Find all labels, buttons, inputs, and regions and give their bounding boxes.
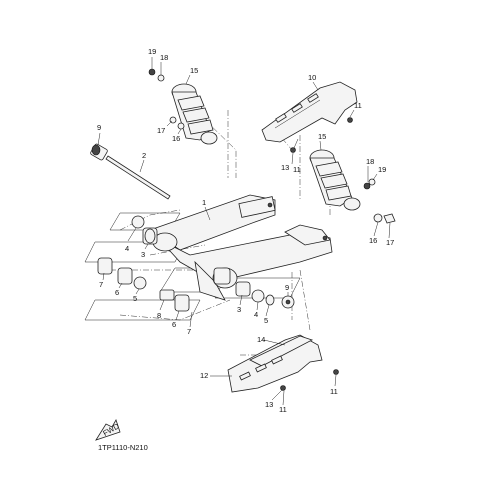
- callout-13: 13: [281, 163, 289, 172]
- bushings-right: [213, 267, 295, 309]
- chain-case-upper: [261, 81, 358, 153]
- callout-7: 7: [99, 280, 103, 289]
- pivot-shaft: [90, 143, 171, 200]
- callout-7: 7: [187, 327, 191, 336]
- fwd-label: FWD: [101, 421, 121, 438]
- callout-15: 15: [190, 66, 198, 75]
- callout-11: 11: [279, 405, 287, 414]
- shock-absorber-right: [309, 149, 396, 224]
- callout-16: 16: [369, 236, 377, 245]
- callout-11: 11: [293, 165, 301, 174]
- callout-16: 16: [172, 134, 180, 143]
- callout-15: 15: [318, 132, 326, 141]
- callout-5: 5: [264, 316, 268, 325]
- callout-12: 12: [200, 371, 208, 380]
- callout-2: 2: [142, 151, 146, 160]
- callout-10: 10: [308, 73, 316, 82]
- callout-4: 4: [125, 244, 129, 253]
- diagram-code: 1TP1110-N210: [98, 443, 148, 452]
- leader-lines: [97, 57, 391, 406]
- callout-3: 3: [141, 250, 145, 259]
- callout-3: 3: [237, 305, 241, 314]
- callout-4: 4: [254, 310, 258, 319]
- callout-14: 14: [257, 335, 265, 344]
- callout-18: 18: [366, 157, 374, 166]
- callout-5: 5: [133, 294, 137, 303]
- callout-9: 9: [97, 123, 101, 132]
- callout-9: 9: [285, 283, 289, 292]
- fwd-arrow: FWD: [95, 419, 121, 441]
- callout-11: 11: [330, 387, 338, 396]
- callout-17: 17: [386, 238, 394, 247]
- callout-1: 1: [202, 198, 206, 207]
- callout-17: 17: [157, 126, 165, 135]
- callout-labels: 19 18 15 17 16 9 2 10 11 15 13 11 18 19 …: [97, 47, 394, 414]
- callout-19: 19: [378, 165, 386, 174]
- callout-8: 8: [157, 311, 161, 320]
- callout-6: 6: [115, 288, 119, 297]
- bushings-left: [97, 215, 190, 312]
- chain-case-lower: [227, 334, 339, 393]
- callout-13: 13: [265, 400, 273, 409]
- callout-11: 11: [354, 101, 362, 110]
- callout-6: 6: [172, 320, 176, 329]
- callout-18: 18: [160, 53, 168, 62]
- callout-19: 19: [148, 47, 156, 56]
- shock-absorber-left: [148, 68, 218, 145]
